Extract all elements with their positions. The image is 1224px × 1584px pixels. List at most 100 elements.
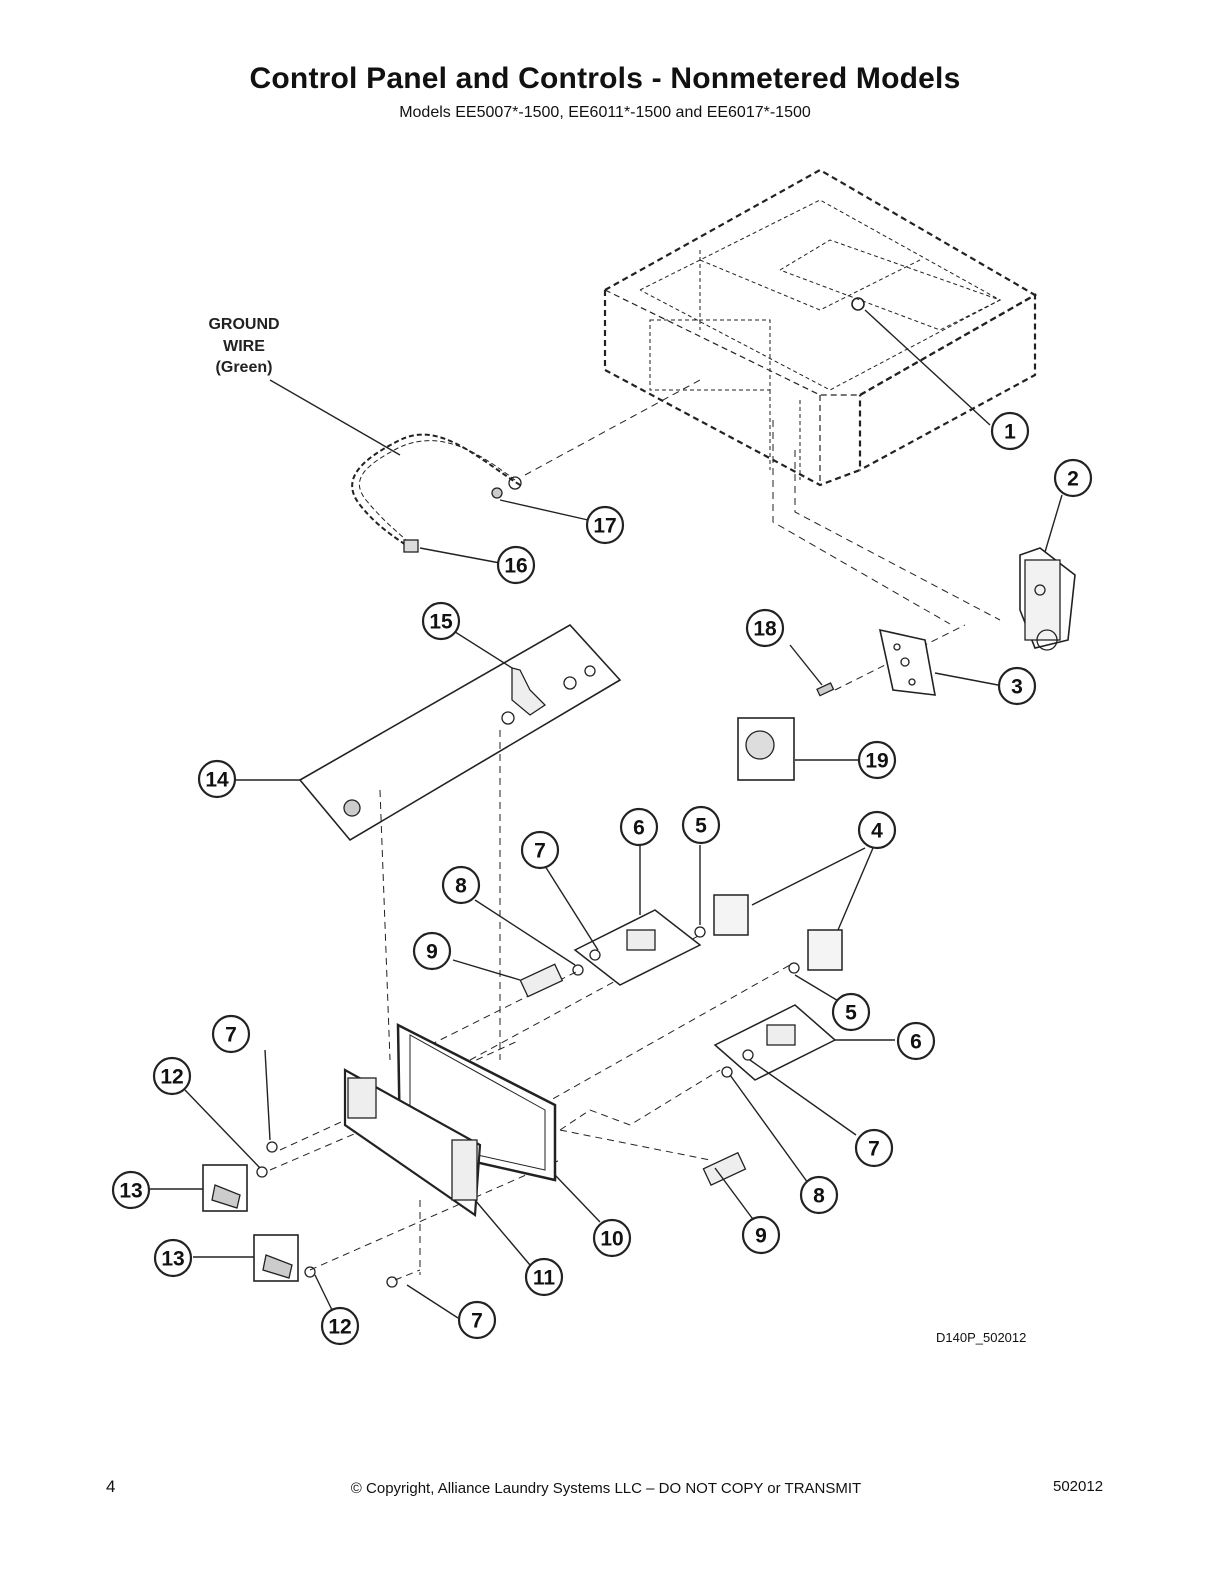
callout-number: 16 <box>504 555 527 578</box>
switch-upper <box>713 894 749 936</box>
callout-circle <box>1053 458 1093 498</box>
callout-13: 13 <box>153 1238 193 1278</box>
callout-7: 7 <box>520 830 560 870</box>
callout-5: 5 <box>831 992 871 1032</box>
callout-number: 14 <box>205 769 229 792</box>
ground-wire-label: GROUND WIRE (Green) <box>208 316 279 376</box>
callout-17: 17 <box>585 505 625 545</box>
callout-number: 18 <box>753 618 777 641</box>
ground-wire <box>351 433 521 549</box>
callout-number: 6 <box>910 1031 922 1054</box>
callout-number: 3 <box>1011 676 1023 699</box>
callout-circle <box>320 1306 360 1346</box>
callout-number: 12 <box>328 1316 351 1339</box>
callout-circle <box>211 1014 251 1054</box>
callout-number: 9 <box>426 941 438 964</box>
ground-clip <box>403 539 419 553</box>
callout-circle <box>457 1300 497 1340</box>
callout-circle <box>592 1218 632 1258</box>
callout-7: 7 <box>457 1300 497 1340</box>
callout-number: 19 <box>865 750 888 773</box>
console-inner-details <box>639 199 1002 480</box>
callout-number: 10 <box>600 1228 623 1251</box>
callout-circle <box>831 992 871 1032</box>
switch-lower <box>807 929 843 971</box>
callout-number: 5 <box>845 1002 857 1025</box>
knob-box-upper <box>202 1164 248 1212</box>
copyright-notice: © Copyright, Alliance Laundry Systems LL… <box>350 1480 862 1497</box>
console-housing <box>603 168 1038 487</box>
timer-knob-box <box>737 717 795 781</box>
page-subtitle: Models EE5007*-1500, EE6011*-1500 and EE… <box>399 104 811 121</box>
callout-number: 9 <box>755 1225 767 1248</box>
callout-circle <box>585 505 625 545</box>
callout-number: 11 <box>533 1267 556 1290</box>
callout-3: 3 <box>997 666 1037 706</box>
drawing-code: D140P_502012 <box>936 1330 1027 1345</box>
callout-circle <box>441 865 481 905</box>
callout-number: 2 <box>1067 468 1079 491</box>
callout-circle <box>524 1257 564 1297</box>
callout-number: 5 <box>695 815 707 838</box>
callout-6: 6 <box>619 807 659 847</box>
callout-circle <box>111 1170 151 1210</box>
callout-11: 11 <box>524 1257 564 1297</box>
callout-number: 13 <box>161 1248 184 1271</box>
indicator-light-lower <box>702 1151 747 1186</box>
callout-10: 10 <box>592 1218 632 1258</box>
callout-12: 12 <box>320 1306 360 1346</box>
callout-7: 7 <box>854 1128 894 1168</box>
callout-4: 4 <box>857 810 897 850</box>
callout-circle <box>799 1175 839 1215</box>
callout-number: 4 <box>871 820 883 843</box>
callout-number: 6 <box>633 817 645 840</box>
ground-label-line-2: WIRE <box>223 338 265 355</box>
callout-circle <box>619 807 659 847</box>
callout-circle <box>854 1128 894 1168</box>
ground-label-line-3: (Green) <box>216 359 273 376</box>
callout-circle <box>153 1238 193 1278</box>
callout-18: 18 <box>745 608 785 648</box>
callout-8: 8 <box>799 1175 839 1215</box>
callout-number: 12 <box>160 1066 183 1089</box>
callout-number: 7 <box>534 840 546 863</box>
callout-2: 2 <box>1053 458 1093 498</box>
callout-circle <box>997 666 1037 706</box>
ground-screw <box>491 487 503 499</box>
callout-circle <box>741 1215 781 1255</box>
console-grommet <box>851 297 865 311</box>
control-bracket <box>298 623 622 842</box>
callout-19: 19 <box>857 740 897 780</box>
callout-14: 14 <box>197 759 237 799</box>
callout-7: 7 <box>211 1014 251 1054</box>
callout-circle <box>520 830 560 870</box>
callout-circle <box>896 1021 936 1061</box>
control-panel-overlay <box>343 1068 482 1218</box>
document-code: 502012 <box>1053 1478 1104 1495</box>
page-title: Control Panel and Controls - Nonmetered … <box>249 62 961 95</box>
callout-circle <box>681 805 721 845</box>
callout-circle <box>990 411 1030 451</box>
callout-6: 6 <box>896 1021 936 1061</box>
page-number: 4 <box>106 1477 116 1496</box>
callout-number: 8 <box>455 875 467 898</box>
ground-label-line-1: GROUND <box>208 316 279 333</box>
callout-number: 13 <box>119 1180 142 1203</box>
callout-5: 5 <box>681 805 721 845</box>
dial-plate <box>878 628 936 696</box>
callout-number: 8 <box>813 1185 825 1208</box>
callout-circle <box>857 810 897 850</box>
knob-box-lower <box>253 1234 299 1282</box>
callout-9: 9 <box>412 931 452 971</box>
callout-circle <box>745 608 785 648</box>
callout-circle <box>412 931 452 971</box>
callout-16: 16 <box>496 545 536 585</box>
clamp <box>511 667 547 716</box>
callout-12: 12 <box>152 1056 192 1096</box>
callout-15: 15 <box>421 601 461 641</box>
callout-number: 7 <box>868 1138 880 1161</box>
callout-number: 15 <box>429 611 453 634</box>
timer <box>1019 547 1076 651</box>
